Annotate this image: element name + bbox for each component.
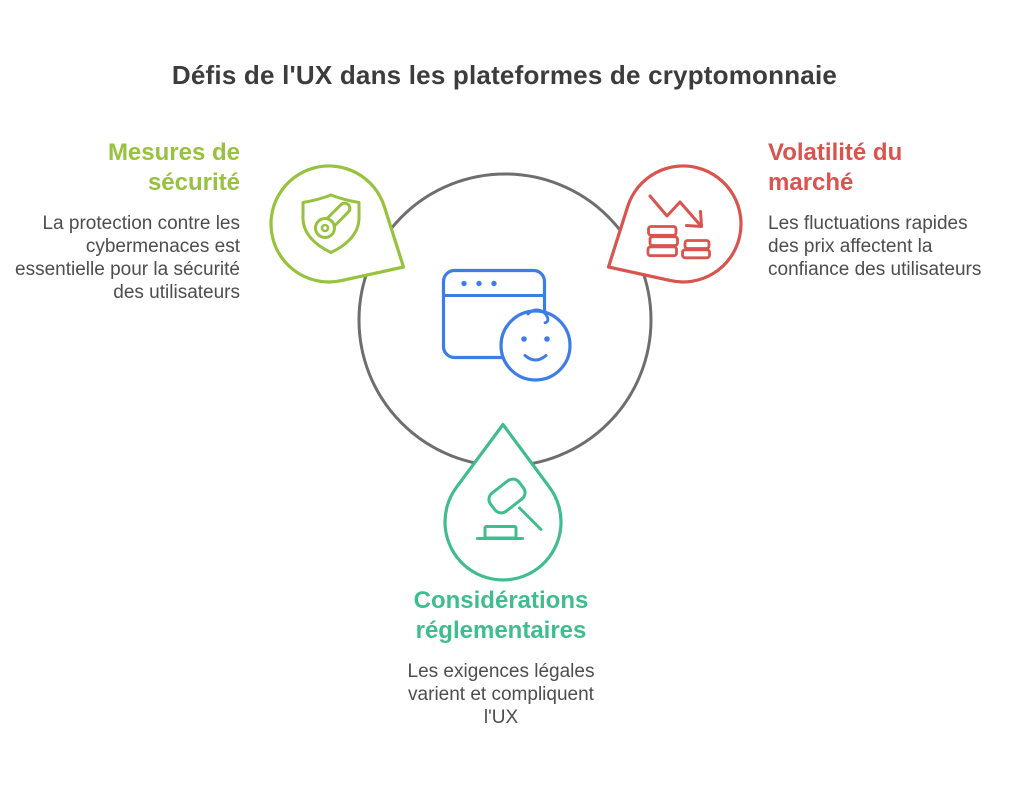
security-description: La protection contre les cybermenaces es…: [15, 213, 240, 303]
security-heading: Mesures de sécurité: [107, 139, 240, 196]
node-security: Mesures de sécurité La protection contre…: [8, 138, 240, 304]
regulatory-description: Les exigences légales varient et compliq…: [407, 661, 595, 728]
node-regulatory: Considérations réglementaires Les exigen…: [395, 586, 607, 729]
volatility-pin: [606, 164, 743, 284]
node-volatility: Volatilité du marché Les fluctuations ra…: [768, 138, 990, 281]
security-pin: [269, 164, 406, 284]
user-face-icon: [499, 308, 572, 382]
coins-decline-icon: [646, 194, 711, 260]
volatility-heading: Volatilité du marché: [768, 139, 903, 196]
volatility-description: Les fluctuations rapides des prix affect…: [768, 213, 982, 280]
browser-dots-icon: [461, 280, 497, 287]
regulatory-drop: [443, 422, 563, 582]
regulatory-heading: Considérations réglementaires: [413, 587, 589, 644]
page-title: Défis de l'UX dans les plateformes de cr…: [171, 60, 838, 90]
browser-user-icon: [441, 268, 572, 382]
shield-key-icon: [301, 193, 361, 254]
gavel-icon: [476, 477, 543, 540]
